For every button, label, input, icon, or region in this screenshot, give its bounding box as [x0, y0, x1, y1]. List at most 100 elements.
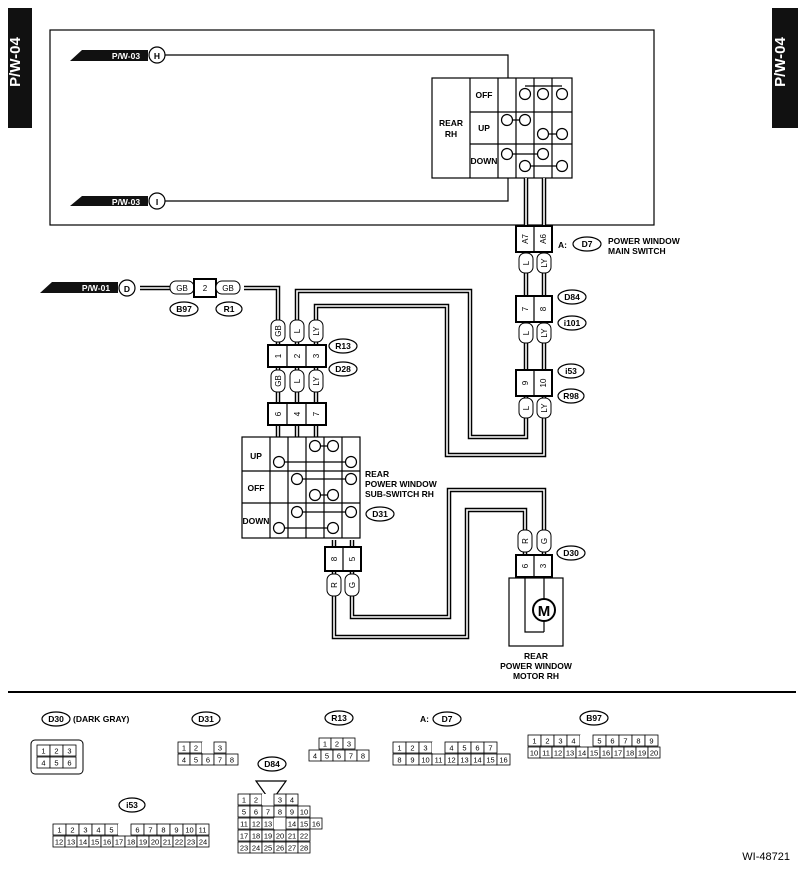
- pin-label: 12: [554, 749, 562, 758]
- svg-text:5: 5: [348, 556, 357, 561]
- svg-text:D31: D31: [372, 509, 388, 519]
- pin-label: 9: [649, 737, 653, 746]
- svg-text:8: 8: [330, 556, 339, 561]
- svg-text:4: 4: [293, 411, 302, 416]
- sub-switch-rear-rh: UP OFF DOWN REAR POWER WINDOW SUB-SWITCH…: [241, 436, 438, 539]
- pin-label: 20: [650, 749, 658, 758]
- rear-window-motor: M REAR POWER WINDOW MOTOR RH: [500, 577, 573, 681]
- svg-text:A7: A7: [521, 234, 530, 244]
- svg-text:R98: R98: [563, 391, 579, 401]
- svg-text:GB: GB: [274, 375, 283, 387]
- pin-label: 11: [199, 826, 207, 835]
- svg-text:POWER WINDOW: POWER WINDOW: [365, 479, 438, 489]
- svg-text:LY: LY: [312, 376, 321, 386]
- svg-text:REAR: REAR: [524, 651, 548, 661]
- svg-text:B97: B97: [586, 713, 602, 723]
- pin-label: 7: [266, 808, 270, 817]
- svg-text:D84: D84: [264, 759, 280, 769]
- svg-text:7: 7: [312, 411, 321, 416]
- pin-label: 8: [230, 756, 234, 765]
- svg-text:DOWN: DOWN: [243, 516, 270, 526]
- svg-text:R13: R13: [335, 341, 351, 351]
- pin-label: 4: [290, 796, 294, 805]
- pin-label: 1: [182, 744, 186, 753]
- pin-label: 16: [602, 749, 610, 758]
- main-switch-rear-rh: REAR RH OFF UP DOWN: [431, 77, 573, 179]
- svg-text:POWER WINDOW: POWER WINDOW: [500, 661, 573, 671]
- svg-text:D28: D28: [335, 364, 351, 374]
- pin-label: 23: [240, 844, 248, 853]
- pin-label: 21: [288, 832, 296, 841]
- pin-label: 22: [300, 832, 308, 841]
- pin-label: 19: [264, 832, 272, 841]
- pin-label: 8: [397, 756, 401, 765]
- pin-label: 8: [161, 826, 165, 835]
- pin-label: 15: [91, 838, 99, 847]
- pin-label: 5: [109, 826, 113, 835]
- svg-text:OFF: OFF: [248, 483, 265, 493]
- svg-text:P/W-03: P/W-03: [112, 51, 140, 61]
- connector-d31: 8 5 R G: [324, 546, 362, 597]
- legend-d84: D84: [254, 756, 288, 796]
- pin-label: 14: [288, 820, 296, 829]
- pin-label: 12: [55, 838, 63, 847]
- pin-label: 6: [206, 756, 210, 765]
- ref-pw03-i: P/W-03 I: [70, 178, 509, 210]
- pin-label: 9: [174, 826, 178, 835]
- connector-i53-r98: 9 10 i53 R98 L LY: [515, 363, 585, 419]
- legend-d7: A: D7: [420, 711, 462, 727]
- pin-label: 11: [542, 749, 550, 758]
- svg-text:3: 3: [539, 563, 548, 568]
- pin-label: 13: [264, 820, 272, 829]
- svg-text:I: I: [156, 197, 158, 207]
- pin-label: 18: [626, 749, 634, 758]
- legend-d31: D31: [191, 711, 221, 727]
- pin-label: 3: [423, 744, 427, 753]
- svg-text:LY: LY: [540, 258, 549, 268]
- pin-label: 10: [300, 808, 308, 817]
- pin-label: 19: [638, 749, 646, 758]
- svg-text:D84: D84: [564, 292, 580, 302]
- pin-label: 8: [278, 808, 282, 817]
- pin-label: 6: [610, 737, 614, 746]
- connector-d30: R G D30 6 3: [515, 529, 586, 578]
- pin-label: 8: [361, 752, 365, 761]
- pin-label: 13: [460, 756, 468, 765]
- pin-label: 5: [325, 752, 329, 761]
- pin-label: 7: [488, 744, 492, 753]
- pin-label: 14: [473, 756, 481, 765]
- svg-text:REAR: REAR: [365, 469, 389, 479]
- legend-b97: B97: [579, 710, 609, 726]
- pin-label: 3: [347, 740, 351, 749]
- pin-label: 4: [449, 744, 453, 753]
- pin-label: 4: [571, 737, 575, 746]
- svg-text:A:: A:: [420, 714, 429, 724]
- svg-text:i53: i53: [565, 366, 577, 376]
- pin-label: 6: [254, 808, 258, 817]
- pin-label: 2: [545, 737, 549, 746]
- pin-label: 2: [335, 740, 339, 749]
- svg-text:A:: A:: [558, 240, 567, 250]
- page-tag-left: P/W-04: [7, 36, 24, 86]
- svg-text:GB: GB: [176, 284, 188, 293]
- pin-label: 10: [185, 826, 193, 835]
- pin-label: 14: [79, 838, 87, 847]
- svg-text:(DARK GRAY): (DARK GRAY): [73, 714, 130, 724]
- pin-label: 5: [54, 759, 58, 768]
- pin-label: 17: [614, 749, 622, 758]
- pin-label: 15: [300, 820, 308, 829]
- svg-text:D7: D7: [582, 239, 593, 249]
- svg-text:D30: D30: [563, 548, 579, 558]
- pin-label: 5: [597, 737, 601, 746]
- pin-label: 2: [194, 744, 198, 753]
- pin-label: 3: [218, 744, 222, 753]
- pin-label: 11: [435, 756, 443, 765]
- pin-label: 1: [41, 747, 45, 756]
